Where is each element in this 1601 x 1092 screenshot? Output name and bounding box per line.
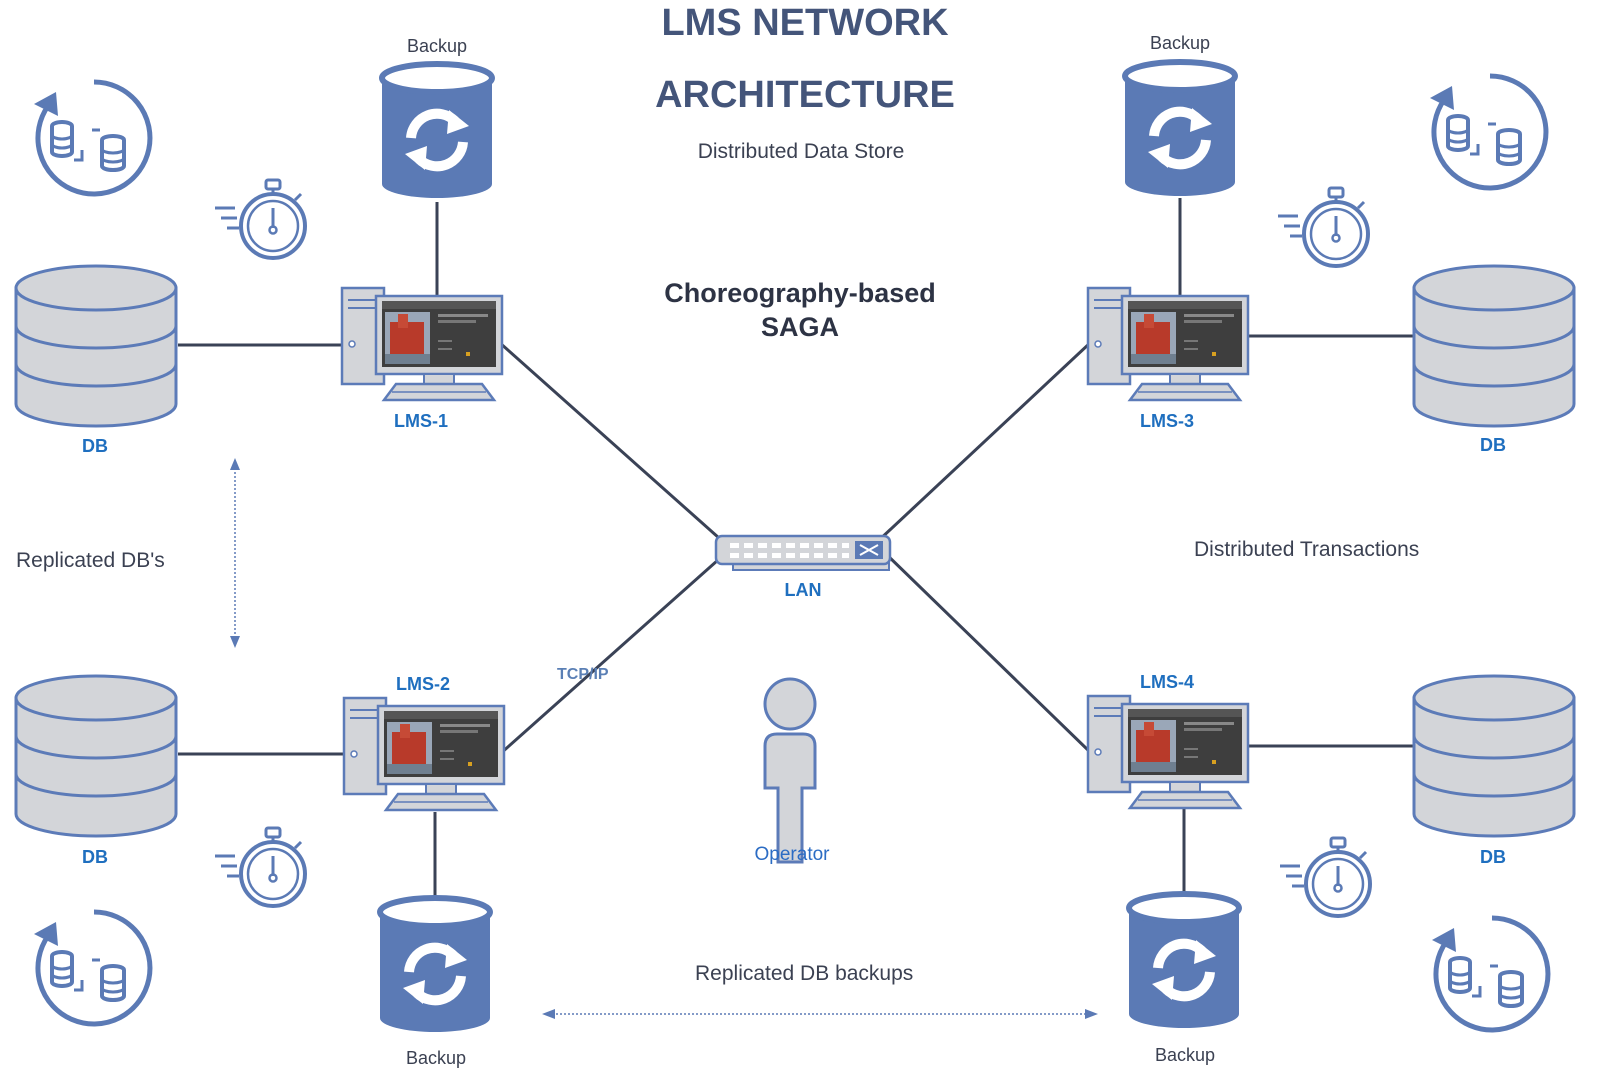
backup-label-lms3: Backup xyxy=(1149,33,1211,53)
replication-arrow-horizontal xyxy=(542,1009,1098,1019)
computer-icon-lms3 xyxy=(1086,286,1250,402)
backup-label-lms2: Backup xyxy=(405,1048,467,1068)
replication-icon-top-right xyxy=(1430,76,1546,188)
db-icon-lms4 xyxy=(1412,674,1576,838)
lan-switch-icon xyxy=(714,534,892,571)
db-label-lms4: DB xyxy=(1480,847,1506,867)
operator-icon xyxy=(763,677,817,864)
backup-icon-lms4 xyxy=(1129,894,1239,1028)
title-line-1: LMS NETWORK xyxy=(661,2,949,44)
replicated-backups-label: Replicated DB backups xyxy=(695,962,914,985)
backup-icon-lms1 xyxy=(382,64,492,198)
backup-icon-lms3 xyxy=(1125,62,1235,196)
tcp-ip-label: TCP/IP xyxy=(557,666,609,683)
db-icon-lms2 xyxy=(14,674,178,838)
stopwatch-icon-lms3 xyxy=(1276,186,1370,268)
saga-line-1: Choreography-based xyxy=(664,278,936,308)
stopwatch-icon-lms2 xyxy=(213,826,307,908)
connections xyxy=(178,198,1416,904)
db-label-lms1: DB xyxy=(82,436,108,456)
operator-label: Operator xyxy=(754,844,830,865)
node-label-lms4: LMS-4 xyxy=(1140,672,1194,692)
replication-icon-bottom-right xyxy=(1432,918,1548,1030)
replication-icon-top-left xyxy=(34,82,150,194)
link-lms3-lan xyxy=(875,341,1092,544)
db-label-lms3: DB xyxy=(1480,435,1506,455)
title-subtitle: Distributed Data Store xyxy=(697,140,905,163)
computer-icon-lms2 xyxy=(342,696,506,812)
replication-icon-bottom-left xyxy=(34,912,150,1024)
computer-icon-lms1 xyxy=(340,286,504,402)
link-lms1-lan xyxy=(499,341,729,548)
db-icon-lms3 xyxy=(1412,264,1576,428)
node-label-lms3: LMS-3 xyxy=(1140,411,1194,431)
saga-label: Choreography-based SAGA xyxy=(664,276,936,344)
link-lms4-lan xyxy=(883,551,1092,754)
stopwatch-icon-lms4 xyxy=(1278,836,1372,918)
node-label-lms2: LMS-2 xyxy=(396,674,450,694)
node-label-lms1: LMS-1 xyxy=(394,411,448,431)
backup-icon-lms2 xyxy=(380,898,490,1032)
lan-label: LAN xyxy=(784,580,822,600)
computer-icon-lms4 xyxy=(1086,694,1250,810)
distributed-transactions-label: Distributed Transactions xyxy=(1194,538,1420,561)
replicated-dbs-label: Replicated DB's xyxy=(16,549,165,572)
title-line-2: ARCHITECTURE xyxy=(655,74,955,116)
db-icon-lms1 xyxy=(14,264,178,428)
link-lms2-lan xyxy=(499,558,719,756)
db-label-lms2: DB xyxy=(82,847,108,867)
backup-label-lms1: Backup xyxy=(406,36,468,56)
replication-arrow-vertical xyxy=(230,458,240,648)
saga-line-2: SAGA xyxy=(760,312,840,342)
stopwatch-icon-lms1 xyxy=(213,178,307,260)
backup-label-lms4: Backup xyxy=(1154,1045,1216,1065)
